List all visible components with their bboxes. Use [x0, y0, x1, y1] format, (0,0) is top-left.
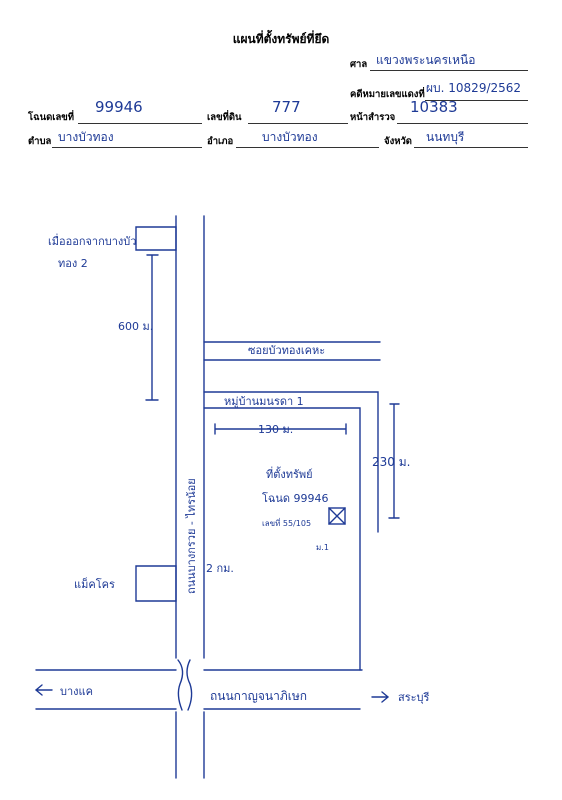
- case-no-label: คดีหมายเลขแดงที่: [350, 90, 425, 100]
- land-no-line: [248, 123, 348, 124]
- property-label-2: โฉนด 99946: [262, 491, 329, 505]
- dir-right-label: สระบุรี: [398, 691, 430, 704]
- arrow-right: [371, 691, 390, 703]
- district-value: บางบัวทอง: [262, 130, 318, 144]
- makro-label: แม็คโคร: [74, 577, 115, 591]
- province-label: จังหวัด: [384, 137, 412, 147]
- province-line: [414, 147, 528, 148]
- court-label: ศาล: [350, 60, 368, 70]
- property-label-3: เลขที่ 55/105: [262, 517, 311, 528]
- page-title: แผนที่ตั้งทรัพย์ที่ยึด: [232, 32, 330, 46]
- village-inner-boundary: [203, 407, 361, 671]
- property-marker: [328, 507, 346, 525]
- dist-130-label: 130 ม.: [258, 423, 293, 436]
- makro-box: [135, 565, 177, 602]
- survey-page-line: [397, 123, 528, 124]
- main-road-h-label: ถนนกาญจนาภิเษก: [210, 689, 307, 703]
- dist-600-label: 600 ม.: [118, 320, 153, 333]
- village-boundary: [203, 391, 379, 533]
- survey-page-label: หน้าสำรวจ: [350, 113, 396, 123]
- dist-230-label: 230 ม.: [372, 455, 410, 469]
- province-value: นนทบุรี: [426, 130, 465, 144]
- court-line: [370, 70, 528, 71]
- arrow-left: [34, 684, 53, 696]
- district-line: [236, 147, 379, 148]
- subdistrict-value: บางบัวทอง: [58, 130, 114, 144]
- case-no-line: [425, 100, 528, 101]
- deed-no-label: โฉนดเลขที่: [28, 113, 75, 123]
- subdistrict-line: [52, 147, 202, 148]
- subdistrict-label: ตำบล: [28, 137, 52, 147]
- land-no-value: 777: [272, 98, 301, 116]
- dist-2km-label: 2 กม.: [206, 562, 234, 575]
- deed-no-line: [78, 123, 202, 124]
- land-no-label: เลขที่ดิน: [207, 113, 242, 123]
- survey-page-value: 10383: [410, 98, 458, 116]
- village-label: หมู่บ้านมนรดา 1: [224, 395, 304, 408]
- deed-no-value: 99946: [95, 98, 143, 116]
- district-label: อำเภอ: [207, 137, 234, 147]
- landmark-top-line1: เมื่อออกจากบางบัว: [48, 233, 136, 248]
- dir-left-label: บางแค: [60, 685, 93, 698]
- landmark-box: [135, 226, 177, 251]
- landmark-top-line2: ทอง 2: [58, 257, 88, 270]
- court-value: แขวงพระนครเหนือ: [376, 53, 476, 67]
- case-no-value: ผบ. 10829/2562: [426, 81, 522, 95]
- main-road-v-label: ถนนบางกรวย - ไทรน้อย: [185, 478, 198, 594]
- property-label-1: ที่ตั้งทรัพย์: [266, 466, 313, 481]
- property-label-4: ม.1: [316, 543, 329, 552]
- soi-name-label: ซอยบัวทองเคหะ: [248, 344, 325, 357]
